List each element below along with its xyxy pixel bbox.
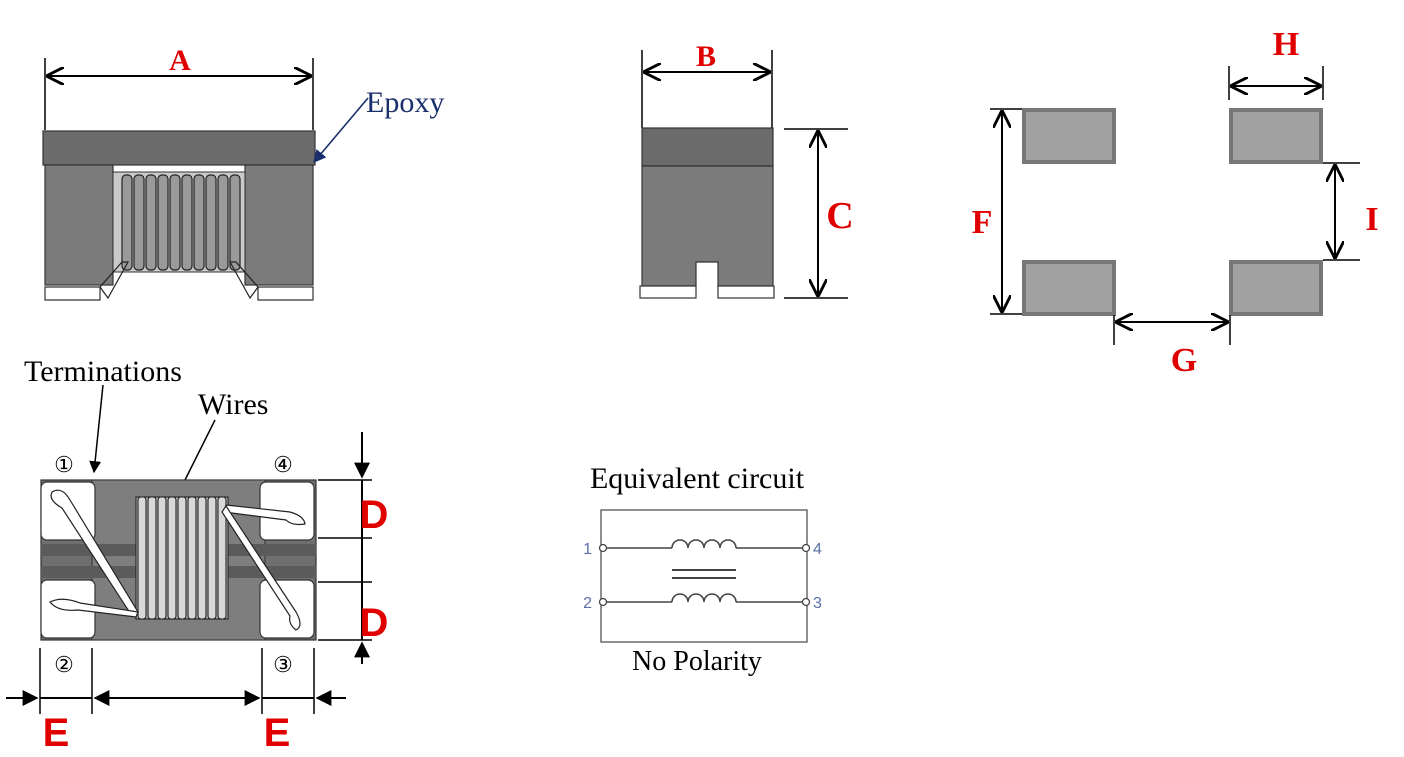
side-termination-left (44, 286, 101, 301)
wire-lead-3 (221, 504, 301, 631)
pin-3-marker: ③ (273, 652, 293, 677)
no-polarity-note: No Polarity (632, 646, 762, 677)
land-pattern: H F I G (972, 26, 1379, 379)
terminal-3 (801, 597, 811, 607)
side-termination-right (257, 286, 314, 301)
dim-e-label-left: E (43, 711, 70, 755)
equivalent-circuit: Equivalent circuit No Polarity 1 2 3 4 (583, 462, 822, 677)
terminal-1 (598, 543, 608, 553)
inductor-coil-2 (671, 593, 737, 603)
terminal-4 (801, 543, 811, 553)
wires-label: Wires (198, 388, 268, 421)
pin-1-label: 1 (583, 541, 592, 558)
epoxy-cap (42, 130, 316, 166)
dim-h-label: H (1273, 26, 1299, 63)
top-view: Terminations Wires ① ④ ② ③ (6, 355, 388, 755)
lead-left (99, 261, 130, 300)
land-pad-bottom-right (1229, 260, 1323, 316)
winding-coil (121, 174, 241, 271)
pin-4-label: 4 (813, 541, 822, 558)
terminations-pointer (89, 384, 104, 474)
end-epoxy-cap (641, 127, 774, 167)
top-winding (135, 496, 229, 620)
core-leg-left (44, 164, 114, 286)
terminal-2 (598, 597, 608, 607)
dim-b-label: B (696, 40, 716, 73)
dim-e-label-right: E (264, 711, 291, 755)
side-view: A Epoxy (42, 44, 444, 301)
land-pad-top-left (1022, 108, 1116, 164)
circuit-frame (600, 509, 808, 643)
dim-f-label: F (972, 204, 993, 241)
core-leg-right (244, 164, 314, 286)
pin-2-label: 2 (583, 595, 592, 612)
lead-right (228, 261, 259, 300)
wire-lead-2 (49, 598, 139, 618)
dim-g-label: G (1171, 342, 1197, 379)
pin-4-marker: ④ (273, 452, 293, 477)
terminations-label: Terminations (24, 355, 182, 388)
end-termination-left (639, 285, 697, 299)
dim-a-label: A (169, 44, 191, 77)
end-view: B C (639, 40, 854, 299)
pin-2-marker: ② (54, 652, 74, 677)
end-termination-right (717, 285, 775, 299)
dim-d-label-top: D (360, 493, 389, 537)
epoxy-pointer (313, 97, 369, 163)
land-pad-top-right (1229, 108, 1323, 164)
wire-lead-4 (223, 504, 306, 526)
pin-1-marker: ① (54, 452, 74, 477)
end-core (641, 165, 774, 287)
dim-d-label-bottom: D (360, 601, 389, 645)
dim-c-label: C (826, 195, 853, 237)
epoxy-label: Epoxy (366, 86, 444, 119)
pin-3-label: 3 (813, 595, 822, 612)
land-pad-bottom-left (1022, 260, 1116, 316)
dim-i-label: I (1365, 201, 1378, 238)
equivalent-circuit-title: Equivalent circuit (590, 462, 805, 495)
inductor-coil-1 (671, 539, 737, 549)
